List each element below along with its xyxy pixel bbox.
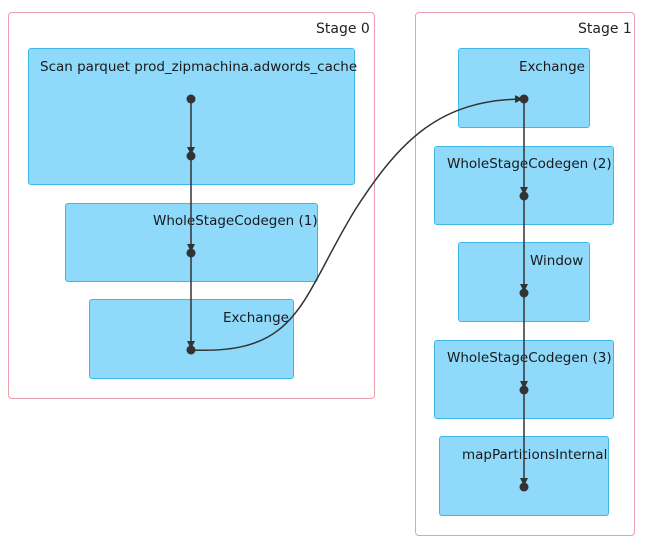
dot-window	[519, 288, 529, 298]
dot-codegen1	[186, 248, 196, 258]
stage-1-label: Stage 1	[578, 21, 632, 37]
dot-scan-out	[186, 94, 196, 104]
stage-0-label: Stage 0	[316, 21, 370, 37]
node-exchange-stage0-label: Exchange	[223, 310, 289, 326]
node-wholestagecodegen-2-label: WholeStageCodegen (2)	[447, 156, 612, 172]
dot-codegen3	[519, 385, 529, 395]
dot-exchange0	[186, 345, 196, 355]
stage-0-cluster	[8, 12, 375, 399]
dot-scan-mid	[186, 151, 196, 161]
node-scan-parquet-label: Scan parquet prod_zipmachina.adwords_cac…	[40, 59, 358, 75]
stage-1-cluster	[415, 12, 635, 536]
node-window-label: Window	[530, 253, 584, 269]
dot-mappartitions	[519, 482, 529, 492]
dot-codegen2	[519, 191, 529, 201]
node-exchange-stage1-label: Exchange	[519, 59, 585, 75]
edge-exchange0-to-exchange1	[190, 95, 523, 352]
node-wholestagecodegen-1-label: WholeStageCodegen (1)	[153, 213, 318, 229]
node-wholestagecodegen-3-label: WholeStageCodegen (3)	[447, 350, 612, 366]
dot-exchange1	[519, 94, 529, 104]
node-mappartitionsinternal-label: mapPartitionsInternal	[462, 447, 608, 463]
